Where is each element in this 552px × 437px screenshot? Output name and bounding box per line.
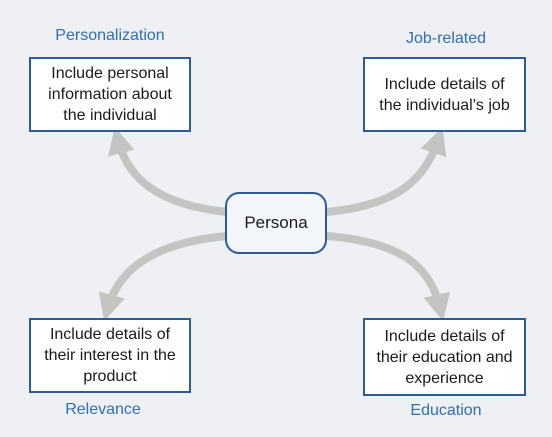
node-personalization: Include personal information about the i… [29, 57, 191, 132]
node-job-related-line-1: Include details of [384, 75, 505, 93]
node-relevance: Include details of their interest in the… [29, 318, 191, 393]
node-personalization-text: Include personal information about the i… [48, 63, 172, 126]
node-relevance-line-2: their interest in the [44, 347, 176, 364]
node-job-related-line-2: the individual’s job [379, 96, 510, 114]
category-job-related: Job-related [405, 30, 487, 47]
arrow-to-relevance [98, 232, 231, 322]
persona-label: Persona [244, 213, 308, 232]
arrow-to-job-related [323, 127, 447, 216]
node-education: Include details of their education and e… [363, 318, 526, 396]
node-relevance-line-1: Include details of [49, 326, 171, 343]
node-education-text: Include details of their education and e… [376, 326, 512, 389]
arrow-to-personalization [108, 126, 231, 216]
node-relevance-line-3: product [83, 368, 137, 385]
node-job-related-text: Include details of the individual’s job [379, 74, 509, 116]
node-personalization-line-3: the individual [63, 107, 157, 124]
node-education-line-2: their education and [376, 348, 513, 366]
category-education: Education [410, 402, 482, 419]
arrow-to-education [323, 232, 451, 322]
node-relevance-text: Include details of their interest in the… [44, 324, 176, 387]
persona-node: Persona [225, 192, 327, 254]
category-personalization: Personalization [55, 27, 165, 44]
node-education-line-1: Include details of [384, 327, 505, 345]
node-job-related: Include details of the individual’s job [363, 57, 526, 132]
node-personalization-line-1: Include personal [51, 65, 169, 82]
node-education-line-3: experience [405, 369, 484, 387]
category-relevance: Relevance [65, 401, 141, 418]
node-personalization-line-2: information about [48, 86, 172, 103]
